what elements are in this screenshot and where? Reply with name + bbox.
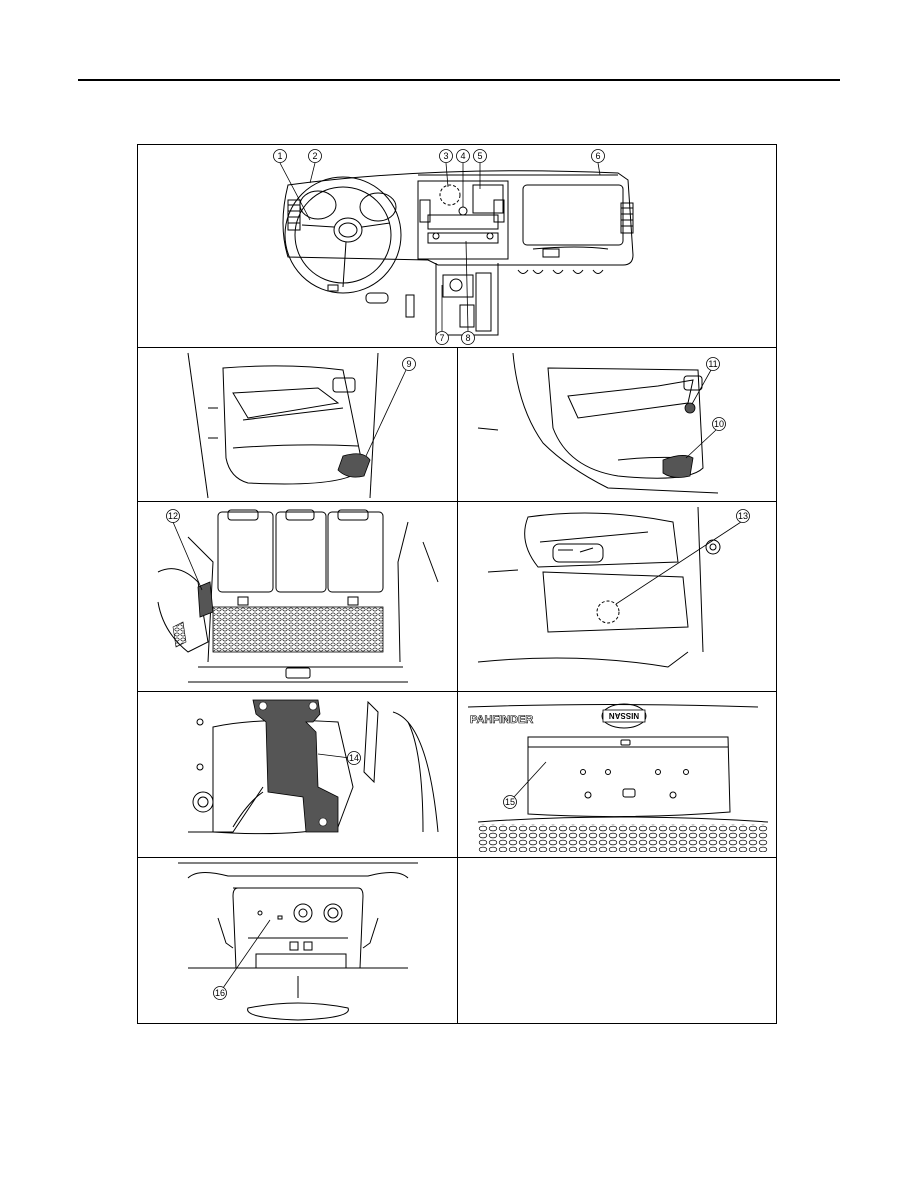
callout-10: 10 [714,419,724,429]
panel-front-door: 9 [138,348,457,501]
panel-cargo-side-module: 14 [138,692,457,857]
rear-hatch-illustration: NISSAN PAHFINDER 15 [467,703,769,852]
callout-7: 7 [439,333,444,343]
callout-8: 8 [465,333,470,343]
callout-9: 9 [406,359,411,369]
callout-4: 4 [460,151,465,161]
callout-14: 14 [349,753,359,763]
rear-door-illustration: 11 10 [477,352,726,494]
callout-11: 11 [708,359,717,369]
grid-line-v [457,347,458,1023]
callout-12: 12 [168,511,178,521]
seat-side-illustration: 13 [477,506,750,668]
callout-6: 6 [595,151,600,161]
dashboard-illustration: 1 2 3 4 5 6 7 8 [273,149,634,345]
panel-seat-side: 13 [458,502,776,691]
callout-1: 1 [277,151,282,161]
callout-3: 3 [443,151,448,161]
header-rule [78,79,840,81]
overhead-console-illustration: 16 [178,862,418,1021]
emblem-text: NISSAN [609,711,639,720]
panel-rear-door: 11 10 [458,348,776,501]
pathfinder-badge: PAHFINDER [470,714,533,726]
callout-5: 5 [477,151,482,161]
cargo-side-module-illustration: 14 [188,699,439,835]
panel-dashboard: 1 2 3 4 5 6 7 8 [138,145,776,347]
front-door-illustration: 9 [187,352,416,499]
component-location-figure: 1 2 3 4 5 6 7 8 [137,144,777,1024]
panel-cargo-area: 12 [138,502,457,691]
panel-empty [458,858,776,1023]
panel-rear-hatch: NISSAN PAHFINDER 15 [458,692,776,857]
callout-2: 2 [312,151,317,161]
callout-16: 16 [215,988,225,998]
cargo-area-illustration: 12 [157,509,439,683]
callout-13: 13 [738,511,748,521]
panel-overhead-console: 16 [138,858,457,1023]
callout-15: 15 [505,797,515,807]
